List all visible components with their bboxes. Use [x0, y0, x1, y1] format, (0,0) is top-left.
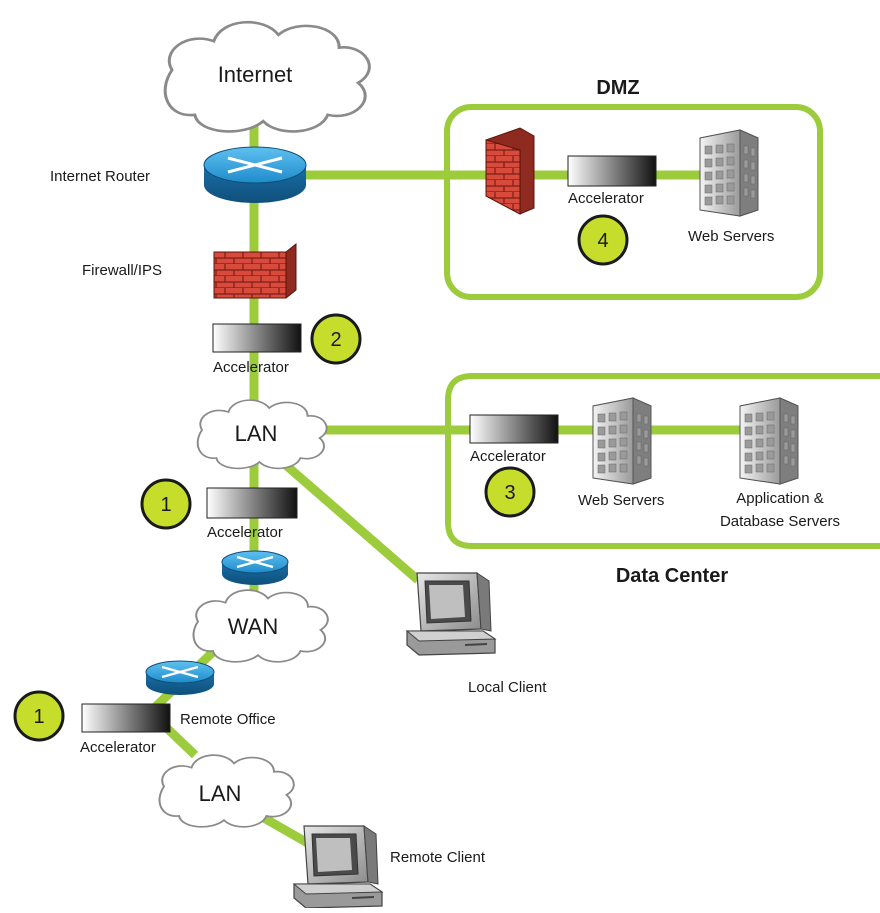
badge-3: 3 — [484, 466, 536, 518]
remote-accelerator-icon — [81, 703, 171, 733]
internet-router-icon — [203, 146, 307, 203]
app-servers-label-line2: Database Servers — [720, 513, 840, 530]
app-servers-label-line1: Application & — [736, 490, 824, 507]
remote-router-icon — [145, 660, 215, 695]
dmz-web-servers-label: Web Servers — [688, 228, 774, 245]
remote-client-pc-icon — [293, 825, 383, 909]
wan-cloud: WAN — [192, 589, 329, 663]
internet-cloud-label: Internet — [218, 62, 293, 87]
local-client-label: Local Client — [468, 679, 547, 696]
lan-remote-label: LAN — [199, 781, 242, 806]
dmz-title: DMZ — [596, 77, 639, 99]
lan-main-label: LAN — [235, 421, 278, 446]
dc-web-servers-label: Web Servers — [578, 492, 664, 509]
internet-router-label: Internet Router — [50, 168, 150, 185]
badge-1-wan-number: 1 — [160, 494, 171, 516]
data-center-title: Data Center — [616, 565, 728, 587]
data-center-zone: Data Center — [445, 373, 880, 587]
remote-office-label: Remote Office — [180, 711, 276, 728]
dmz-accelerator-icon — [567, 155, 657, 187]
internet-cloud: Internet — [163, 20, 371, 133]
badge-1-wan: 1 — [140, 478, 192, 530]
local-client-pc-icon — [406, 572, 496, 656]
dc-accelerator-icon — [469, 414, 559, 444]
dmz-firewall-icon — [485, 127, 535, 215]
wan-accelerator-icon — [206, 487, 298, 519]
dmz-frame — [444, 104, 823, 300]
main-accelerator-label: Accelerator — [213, 359, 289, 376]
badge-4-number: 4 — [597, 230, 608, 252]
badge-1-remote: 1 — [13, 690, 65, 742]
badge-3-number: 3 — [504, 482, 515, 504]
wan-label: WAN — [228, 614, 279, 639]
data-center-frame — [445, 373, 880, 549]
dc-accelerator-label: Accelerator — [470, 448, 546, 465]
wan-router-icon — [221, 550, 289, 585]
firewall-icon — [213, 242, 297, 299]
app-db-servers-icon — [739, 397, 799, 485]
firewall-label: Firewall/IPS — [82, 262, 162, 279]
badge-2-number: 2 — [330, 329, 341, 351]
dmz-accelerator-label: Accelerator — [568, 190, 644, 207]
lan-remote-cloud: LAN — [158, 754, 295, 828]
dc-web-servers-icon — [592, 397, 652, 485]
dmz-web-servers-icon — [699, 129, 759, 217]
dmz-zone: DMZ — [444, 77, 823, 300]
link-lan-to-local-client — [277, 456, 421, 584]
badge-2: 2 — [310, 313, 362, 365]
badge-4: 4 — [577, 214, 629, 266]
main-accelerator-icon — [212, 323, 302, 353]
wan-accelerator-label: Accelerator — [207, 524, 283, 541]
remote-accelerator-label: Accelerator — [80, 739, 156, 756]
lan-main-cloud: LAN — [196, 399, 328, 470]
remote-client-label: Remote Client — [390, 849, 486, 866]
badge-1-remote-number: 1 — [33, 706, 44, 728]
